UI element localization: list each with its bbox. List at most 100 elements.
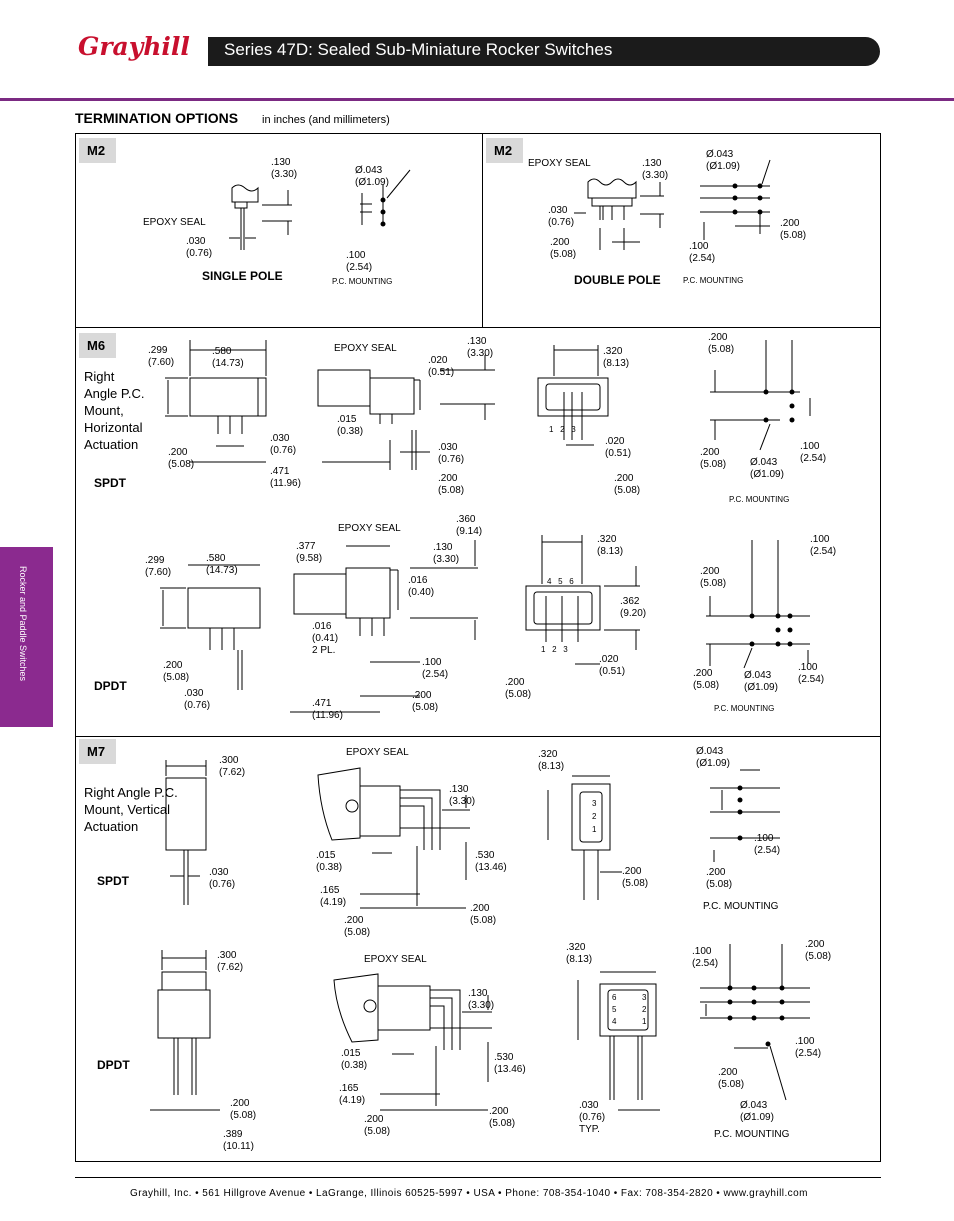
m6s-d030: .030 (0.76)	[270, 433, 297, 456]
m6d-d200: .200 (5.08)	[163, 660, 190, 683]
m6s-d030b: .030 (0.76)	[438, 442, 465, 465]
m6d-d100: .100 (2.54)	[422, 657, 449, 680]
m7s-d100: .100 (2.54)	[754, 833, 781, 856]
m7-dpdt-caption: DPDT	[97, 1058, 130, 1072]
m7s-p1: 1	[592, 825, 597, 834]
m7s-d300: .300 (7.62)	[219, 755, 246, 778]
m6s-d020b: .020 (0.51)	[605, 436, 632, 459]
m6s-d320: .320 (8.13)	[603, 346, 630, 369]
m6d-d362: .362 (9.20)	[620, 596, 647, 619]
m7s-p2: 2	[592, 812, 597, 821]
tag-m2-single: M2	[79, 138, 116, 163]
m7d-d130: .130 (3.30)	[468, 988, 495, 1011]
m6-spdt-caption: SPDT	[94, 476, 127, 490]
m7s-d200c: .200 (5.08)	[622, 866, 649, 889]
m7s-d015: .015 (0.38)	[316, 850, 343, 873]
m7d-d100b: .100 (2.54)	[795, 1036, 822, 1059]
m2d-dim-030: .030 (0.76)	[548, 205, 575, 228]
m7d-d030: .030 (0.76) TYP.	[579, 1100, 606, 1135]
m6s-d200e: .200 (5.08)	[700, 447, 727, 470]
panel-divider	[76, 327, 880, 328]
m7d-d165: .165 (4.19)	[339, 1083, 366, 1106]
m6d-d360: .360 (9.14)	[456, 514, 483, 537]
m7s-d320: .320 (8.13)	[538, 749, 565, 772]
m6s-d043: Ø.043 (Ø1.09)	[750, 457, 784, 480]
footer-divider	[75, 1177, 881, 1178]
m6s-pins: 1 2 3	[549, 425, 576, 434]
m7s-d530: .530 (13.46)	[475, 850, 507, 873]
panel-divider	[482, 134, 483, 327]
m7s-d030: .030 (0.76)	[209, 867, 236, 890]
side-tab	[0, 547, 53, 727]
m6d-d016b: .016 (0.41) 2 PL.	[312, 621, 339, 656]
m2d-dim-200a: .200 (5.08)	[550, 237, 577, 260]
m6d-d200d: .200 (5.08)	[700, 566, 727, 589]
m6d-d320: .320 (8.13)	[597, 534, 624, 557]
m6s-d130: .130 (3.30)	[467, 336, 494, 359]
m2s-dim-100: .100 (2.54)	[346, 250, 373, 273]
m6d-pc: P.C. MOUNTING	[714, 704, 775, 713]
m7d-d389: .389 (10.11)	[223, 1129, 254, 1152]
m7d-d200d: .200 (5.08)	[805, 939, 832, 962]
m7d-p5: 5	[612, 1005, 617, 1014]
m6d-d030: .030 (0.76)	[184, 688, 211, 711]
m7d-d043: Ø.043 (Ø1.09)	[740, 1100, 774, 1123]
m6d-pins-bot: 1 2 3	[541, 645, 568, 654]
m7s-d165: .165 (4.19)	[320, 885, 347, 908]
m7d-epoxy: EPOXY SEAL	[364, 954, 427, 965]
tag-m2-double: M2	[486, 138, 523, 163]
m6s-d200: .200 (5.08)	[168, 447, 195, 470]
m2s-caption: SINGLE POLE	[202, 269, 283, 283]
m6d-pins-top: 4 5 6	[547, 577, 574, 586]
m7d-d200b: .200 (5.08)	[364, 1114, 391, 1137]
m6d-epoxy: EPOXY SEAL	[338, 523, 401, 534]
m6s-d200d: .200 (5.08)	[708, 332, 735, 355]
m6d-d016: .016 (0.40)	[408, 575, 435, 598]
m6d-d377: .377 (9.58)	[296, 541, 323, 564]
m2s-dim-030: .030 (0.76)	[186, 236, 213, 259]
m6d-d020: .020 (0.51)	[599, 654, 626, 677]
m7s-epoxy: EPOXY SEAL	[346, 747, 409, 758]
m7s-p3: 3	[592, 799, 597, 808]
m7s-pc: P.C. MOUNTING	[703, 901, 779, 912]
m6d-d580: .580 (14.73)	[206, 553, 238, 576]
m6s-d200c: .200 (5.08)	[614, 473, 641, 496]
m6s-d200b: .200 (5.08)	[438, 473, 465, 496]
tag-m6: M6	[79, 333, 116, 358]
tag-m7: M7	[79, 739, 116, 764]
m6s-d471: .471 (11.96)	[270, 466, 301, 489]
m6s-pc: P.C. MOUNTING	[729, 495, 790, 504]
m7s-d200d: .200 (5.08)	[706, 867, 733, 890]
section-title: TERMINATION OPTIONS	[75, 110, 239, 126]
m6d-d200e: .200 (5.08)	[693, 668, 720, 691]
m2s-pc: P.C. MOUNTING	[332, 277, 393, 286]
grayhill-logo: Grayhill	[78, 32, 190, 61]
m2s-dim-043: Ø.043 (Ø1.09)	[355, 165, 389, 188]
m2d-epoxy: EPOXY SEAL	[528, 158, 591, 169]
m2d-dim-100: .100 (2.54)	[689, 241, 716, 264]
m7d-d200e: .200 (5.08)	[718, 1067, 745, 1090]
m2d-pc: P.C. MOUNTING	[683, 276, 744, 285]
m7-description: Right Angle P.C. Mount, Vertical Actuati…	[84, 785, 178, 834]
m6d-d471: .471 (11.96)	[312, 698, 343, 721]
m6-description: Right Angle P.C. Mount, Horizontal Actua…	[84, 369, 145, 452]
m6d-d100c: .100 (2.54)	[798, 662, 825, 685]
m7d-p4: 4	[612, 1017, 617, 1026]
m7s-d200b: .200 (5.08)	[470, 903, 497, 926]
m7s-d200: .200 (5.08)	[344, 915, 371, 938]
m7s-d130: .130 (3.30)	[449, 784, 476, 807]
m2s-dim-130: .130 (3.30)	[271, 157, 298, 180]
m2s-epoxy: EPOXY SEAL	[143, 217, 206, 228]
m7d-d200: .200 (5.08)	[230, 1098, 257, 1121]
m7d-p1: 1	[642, 1017, 647, 1026]
termination-options-frame	[75, 133, 881, 1162]
m2d-dim-130: .130 (3.30)	[642, 158, 669, 181]
m6d-d130: .130 (3.30)	[433, 542, 460, 565]
m7d-p3: 3	[642, 993, 647, 1002]
m7d-pc: P.C. MOUNTING	[714, 1129, 790, 1140]
